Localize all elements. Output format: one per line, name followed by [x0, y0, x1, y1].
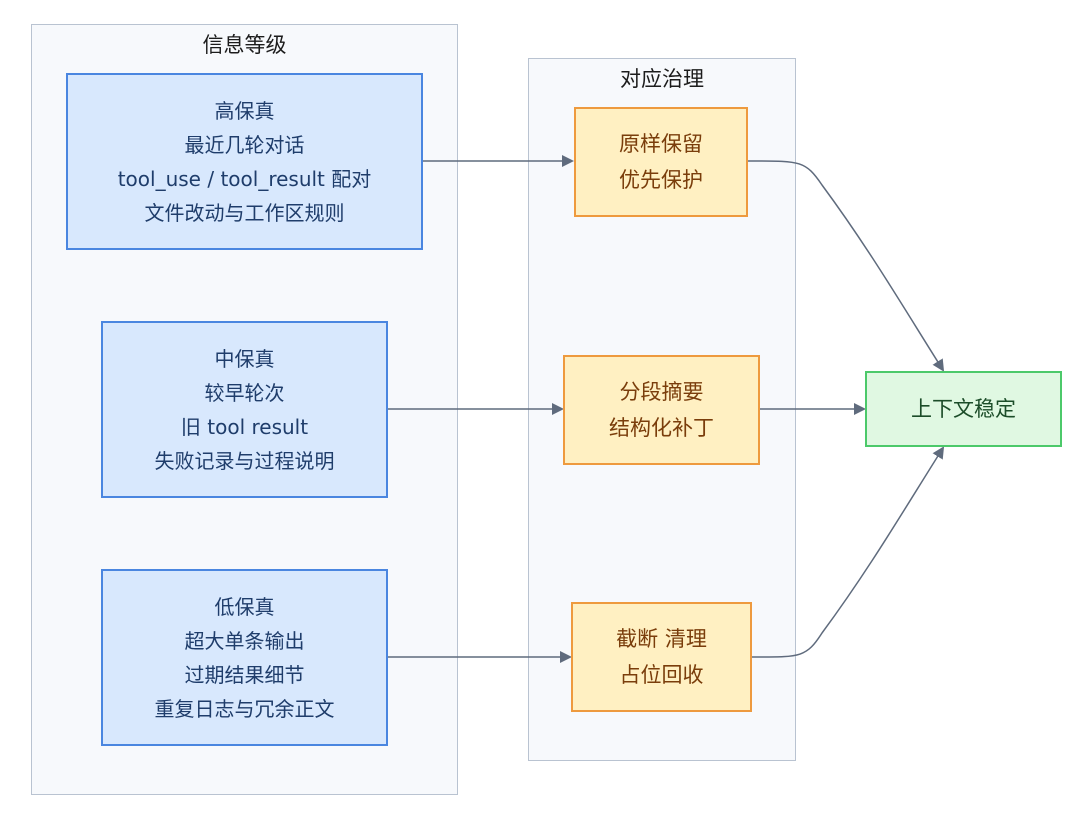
node-mid-line-2: 较早轮次 [204, 380, 285, 405]
node-truncate-line-2: 占位回收 [619, 663, 704, 687]
node-context-stable[interactable]: 上下文稳定 [865, 371, 1062, 447]
node-keep-line-1: 原样保留 [619, 132, 703, 156]
node-high-line-4: 文件改动与工作区规则 [144, 200, 345, 225]
node-low-line-2: 超大单条输出 [184, 628, 305, 653]
node-mid-line-4: 失败记录与过程说明 [154, 448, 335, 473]
node-summarize-line-2: 结构化补丁 [609, 416, 714, 440]
node-mid-line-1: 中保真 [214, 346, 275, 371]
node-summarize[interactable]: 分段摘要 结构化补丁 [563, 355, 760, 465]
node-mid-line-3: 旧 tool result [180, 414, 309, 439]
edge-truncate-to-stable [751, 446, 945, 658]
edge-keep-to-stable [747, 160, 945, 372]
node-truncate[interactable]: 截断 清理 占位回收 [571, 602, 752, 712]
node-truncate-line-1: 截断 清理 [616, 627, 707, 651]
node-high-line-1: 高保真 [214, 98, 275, 123]
group-title-governance: 对应治理 [620, 67, 704, 91]
node-keep-line-2: 优先保护 [619, 168, 703, 192]
group-title-info-levels: 信息等级 [202, 33, 287, 57]
node-high-fidelity[interactable]: 高保真 最近几轮对话 tool_use / tool_result 配对 文件改… [66, 73, 423, 250]
node-stable-line-1: 上下文稳定 [911, 397, 1016, 421]
node-keep-as-is[interactable]: 原样保留 优先保护 [574, 107, 748, 217]
node-low-fidelity[interactable]: 低保真 超大单条输出 过期结果细节 重复日志与冗余正文 [101, 569, 388, 746]
node-summarize-line-1: 分段摘要 [619, 380, 704, 404]
node-high-line-3: tool_use / tool_result 配对 [117, 166, 372, 191]
node-low-line-4: 重复日志与冗余正文 [154, 696, 335, 721]
node-low-line-1: 低保真 [214, 594, 275, 619]
node-mid-fidelity[interactable]: 中保真 较早轮次 旧 tool result 失败记录与过程说明 [101, 321, 388, 498]
node-low-line-3: 过期结果细节 [184, 662, 305, 687]
node-high-line-2: 最近几轮对话 [184, 132, 305, 157]
